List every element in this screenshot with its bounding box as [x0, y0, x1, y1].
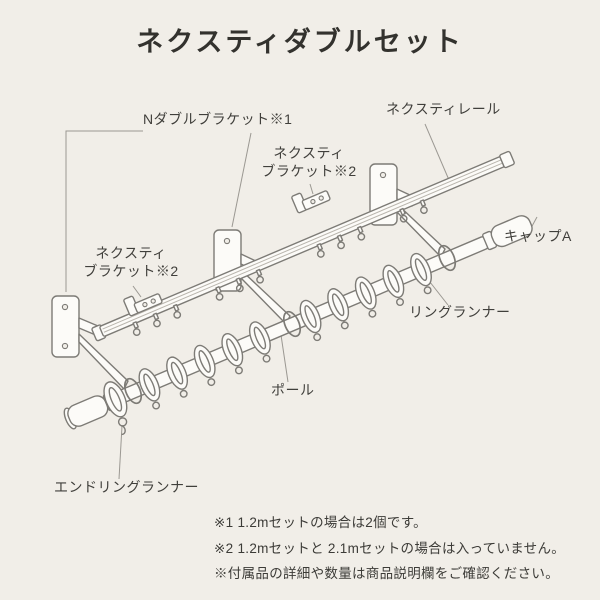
label-ring-runner: リングランナー: [409, 304, 511, 320]
label-end-ring-runner: エンドリングランナー: [54, 479, 199, 495]
label-nexty-rail: ネクスティレール: [386, 101, 501, 117]
note-line: ※1 1.2mセットの場合は2個です。: [214, 515, 427, 530]
double-bracket-left: [51, 295, 129, 390]
pole: [63, 215, 533, 438]
cap-a-right: [490, 215, 533, 248]
label-n-double-bracket: Nダブルブラケット※1: [143, 111, 293, 127]
label-cap-a: キャップA: [504, 228, 572, 244]
page-title: ネクスティダブルセット: [136, 27, 464, 57]
label-nexty-bracket-left: ネクスティ ブラケット※2: [83, 245, 179, 279]
pole-clamps: [123, 244, 457, 405]
note-line: ※付属品の詳細や数量は商品説明欄をご確認ください。: [214, 566, 559, 581]
label-nexty-bracket-center: ネクスティ ブラケット※2: [261, 145, 357, 179]
nexty-rail: [91, 150, 515, 342]
notes-section: ※1 1.2mセットの場合は2個です。 ※2 1.2mセットと 2.1mセットの…: [214, 510, 565, 587]
label-pole: ポール: [271, 382, 315, 398]
note-line: ※2 1.2mセットと 2.1mセットの場合は入っていません。: [214, 540, 566, 556]
